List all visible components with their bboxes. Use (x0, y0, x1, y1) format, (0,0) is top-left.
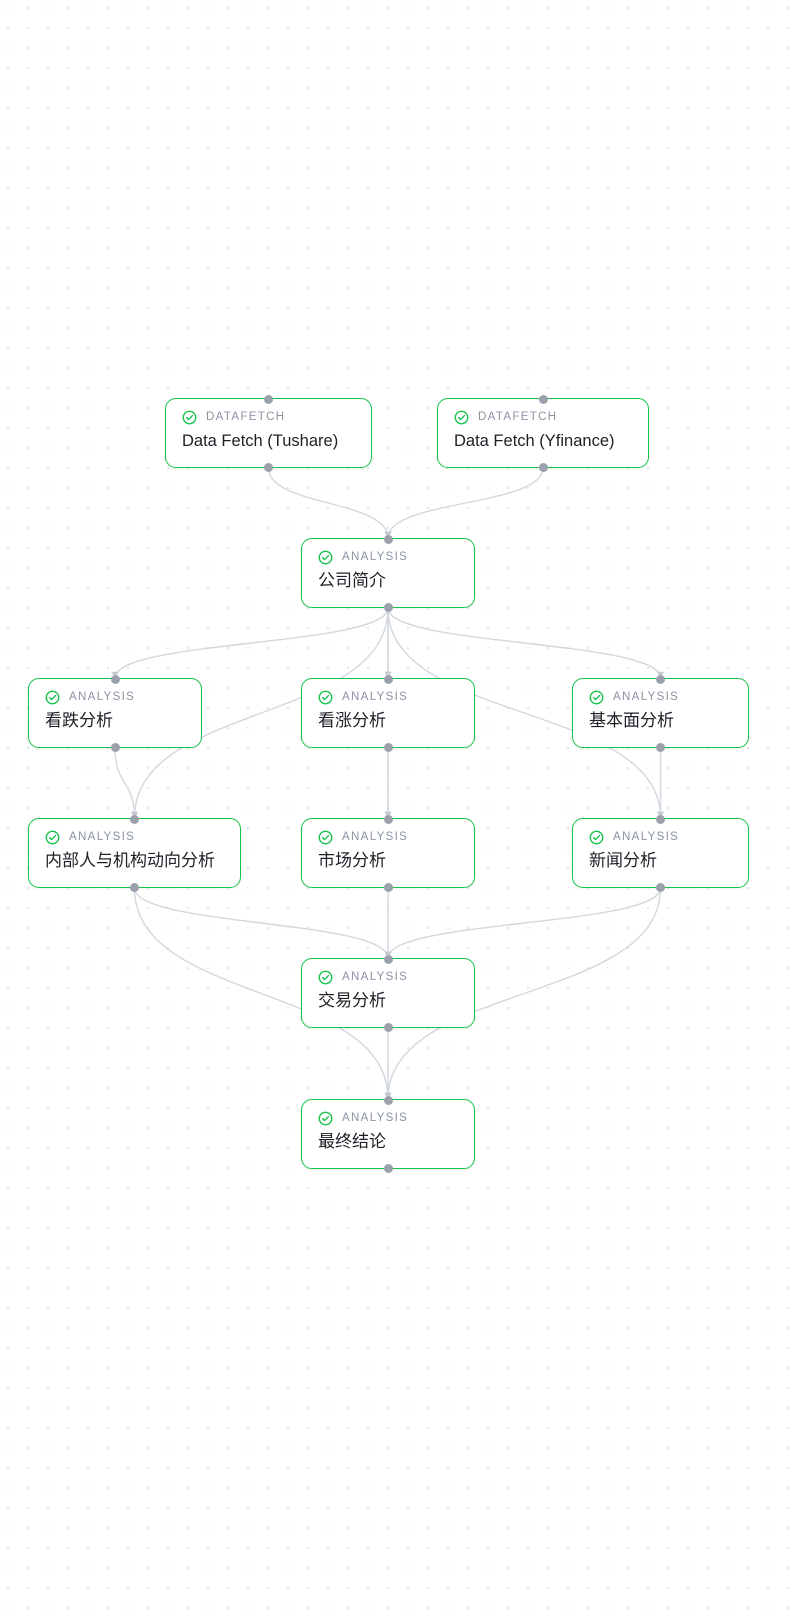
node-handle-source[interactable] (383, 882, 393, 892)
node-kind-label: ANALYSIS (342, 970, 409, 983)
check-circle-icon (318, 550, 333, 565)
node-header: ANALYSIS (589, 830, 732, 845)
node-kind-label: ANALYSIS (342, 830, 409, 843)
graph-node-market_analysis[interactable]: ANALYSIS 市场分析 (301, 814, 475, 892)
node-handle-target[interactable] (538, 394, 548, 404)
check-circle-icon (589, 690, 604, 705)
node-header: DATAFETCH (182, 410, 355, 425)
graph-edge-bearish_analysis-to-insider_institution_analysis (114, 747, 138, 819)
node-handle-source[interactable] (383, 1022, 393, 1032)
graph-edge-company_profile-to-bearish_analysis (111, 607, 389, 679)
node-handle-target[interactable] (383, 1095, 393, 1105)
node-kind-label: DATAFETCH (206, 410, 286, 423)
check-circle-icon (589, 830, 604, 845)
graph-node-data_fetch_tushare[interactable]: DATAFETCH Data Fetch (Tushare) (165, 394, 372, 472)
check-circle-icon (318, 1111, 333, 1126)
node-handle-target[interactable] (110, 674, 120, 684)
node-handle-target[interactable] (383, 534, 393, 544)
node-handle-target[interactable] (383, 814, 393, 824)
node-kind-label: ANALYSIS (613, 830, 680, 843)
graph-node-trade_analysis[interactable]: ANALYSIS 交易分析 (301, 954, 475, 1032)
graph-edge-company_profile-to-fundamental_analysis (387, 607, 664, 679)
node-handle-source[interactable] (656, 882, 665, 892)
graph-node-bullish_analysis[interactable]: ANALYSIS 看涨分析 (301, 674, 475, 752)
node-handle-source[interactable] (264, 462, 273, 472)
graph-edge-insider_institution_analysis-to-trade_analysis (133, 887, 392, 959)
node-header: ANALYSIS (318, 1111, 458, 1126)
node-header: DATAFETCH (454, 410, 632, 425)
node-header: ANALYSIS (45, 690, 185, 705)
graph-edge-data_fetch_tushare-to-company_profile (267, 467, 392, 539)
node-handle-source[interactable] (110, 742, 120, 752)
node-title: Data Fetch (Tushare) (182, 432, 339, 450)
node-header: ANALYSIS (45, 830, 224, 845)
node-handle-source[interactable] (383, 742, 393, 752)
graph-node-bearish_analysis[interactable]: ANALYSIS 看跌分析 (28, 674, 202, 752)
node-title: 交易分析 (318, 991, 386, 1011)
node-kind-label: ANALYSIS (342, 690, 409, 703)
node-title: 公司简介 (318, 571, 386, 591)
check-circle-icon (45, 830, 60, 845)
node-header: ANALYSIS (318, 830, 458, 845)
node-handle-source[interactable] (130, 882, 139, 892)
graph-edge-data_fetch_yfinance-to-company_profile (384, 467, 544, 539)
node-handle-target[interactable] (656, 814, 665, 824)
node-kind-label: ANALYSIS (342, 550, 409, 563)
check-circle-icon (318, 970, 333, 985)
graph-edge-news_analysis-to-trade_analysis (384, 887, 662, 959)
node-header: ANALYSIS (318, 550, 458, 565)
node-kind-label: ANALYSIS (342, 1111, 409, 1124)
graph-node-data_fetch_yfinance[interactable]: DATAFETCH Data Fetch (Yfinance) (437, 394, 649, 472)
node-header: ANALYSIS (318, 970, 458, 985)
node-title: 看涨分析 (318, 711, 386, 731)
graph-node-company_profile[interactable]: ANALYSIS 公司简介 (301, 534, 475, 612)
node-kind-label: ANALYSIS (613, 690, 680, 703)
graph-node-news_analysis[interactable]: ANALYSIS 新闻分析 (572, 814, 749, 892)
graph-node-insider_institution_analysis[interactable]: ANALYSIS 内部人与机构动向分析 (28, 814, 241, 892)
check-circle-icon (318, 690, 333, 705)
node-title: Data Fetch (Yfinance) (454, 432, 615, 450)
graph-node-final_conclusion[interactable]: ANALYSIS 最终结论 (301, 1095, 475, 1173)
node-title: 内部人与机构动向分析 (45, 851, 215, 871)
node-handle-target[interactable] (656, 674, 665, 684)
node-handle-target[interactable] (264, 394, 273, 404)
check-circle-icon (45, 690, 60, 705)
node-handle-source[interactable] (383, 602, 393, 612)
node-handle-source[interactable] (383, 1163, 393, 1173)
node-title: 市场分析 (318, 851, 386, 871)
node-handle-target[interactable] (383, 954, 393, 964)
node-kind-label: ANALYSIS (69, 830, 136, 843)
check-circle-icon (182, 410, 197, 425)
node-header: ANALYSIS (589, 690, 732, 705)
check-circle-icon (318, 830, 333, 845)
node-handle-source[interactable] (656, 742, 665, 752)
node-title: 看跌分析 (45, 711, 113, 731)
node-handle-target[interactable] (130, 814, 139, 824)
check-circle-icon (454, 410, 469, 425)
node-handle-target[interactable] (383, 674, 393, 684)
node-header: ANALYSIS (318, 690, 458, 705)
node-kind-label: ANALYSIS (69, 690, 136, 703)
node-kind-label: DATAFETCH (478, 410, 558, 423)
graph-node-fundamental_analysis[interactable]: ANALYSIS 基本面分析 (572, 674, 749, 752)
node-title: 最终结论 (318, 1132, 386, 1152)
node-title: 新闻分析 (589, 851, 657, 871)
node-title: 基本面分析 (589, 711, 674, 731)
node-handle-source[interactable] (538, 462, 548, 472)
